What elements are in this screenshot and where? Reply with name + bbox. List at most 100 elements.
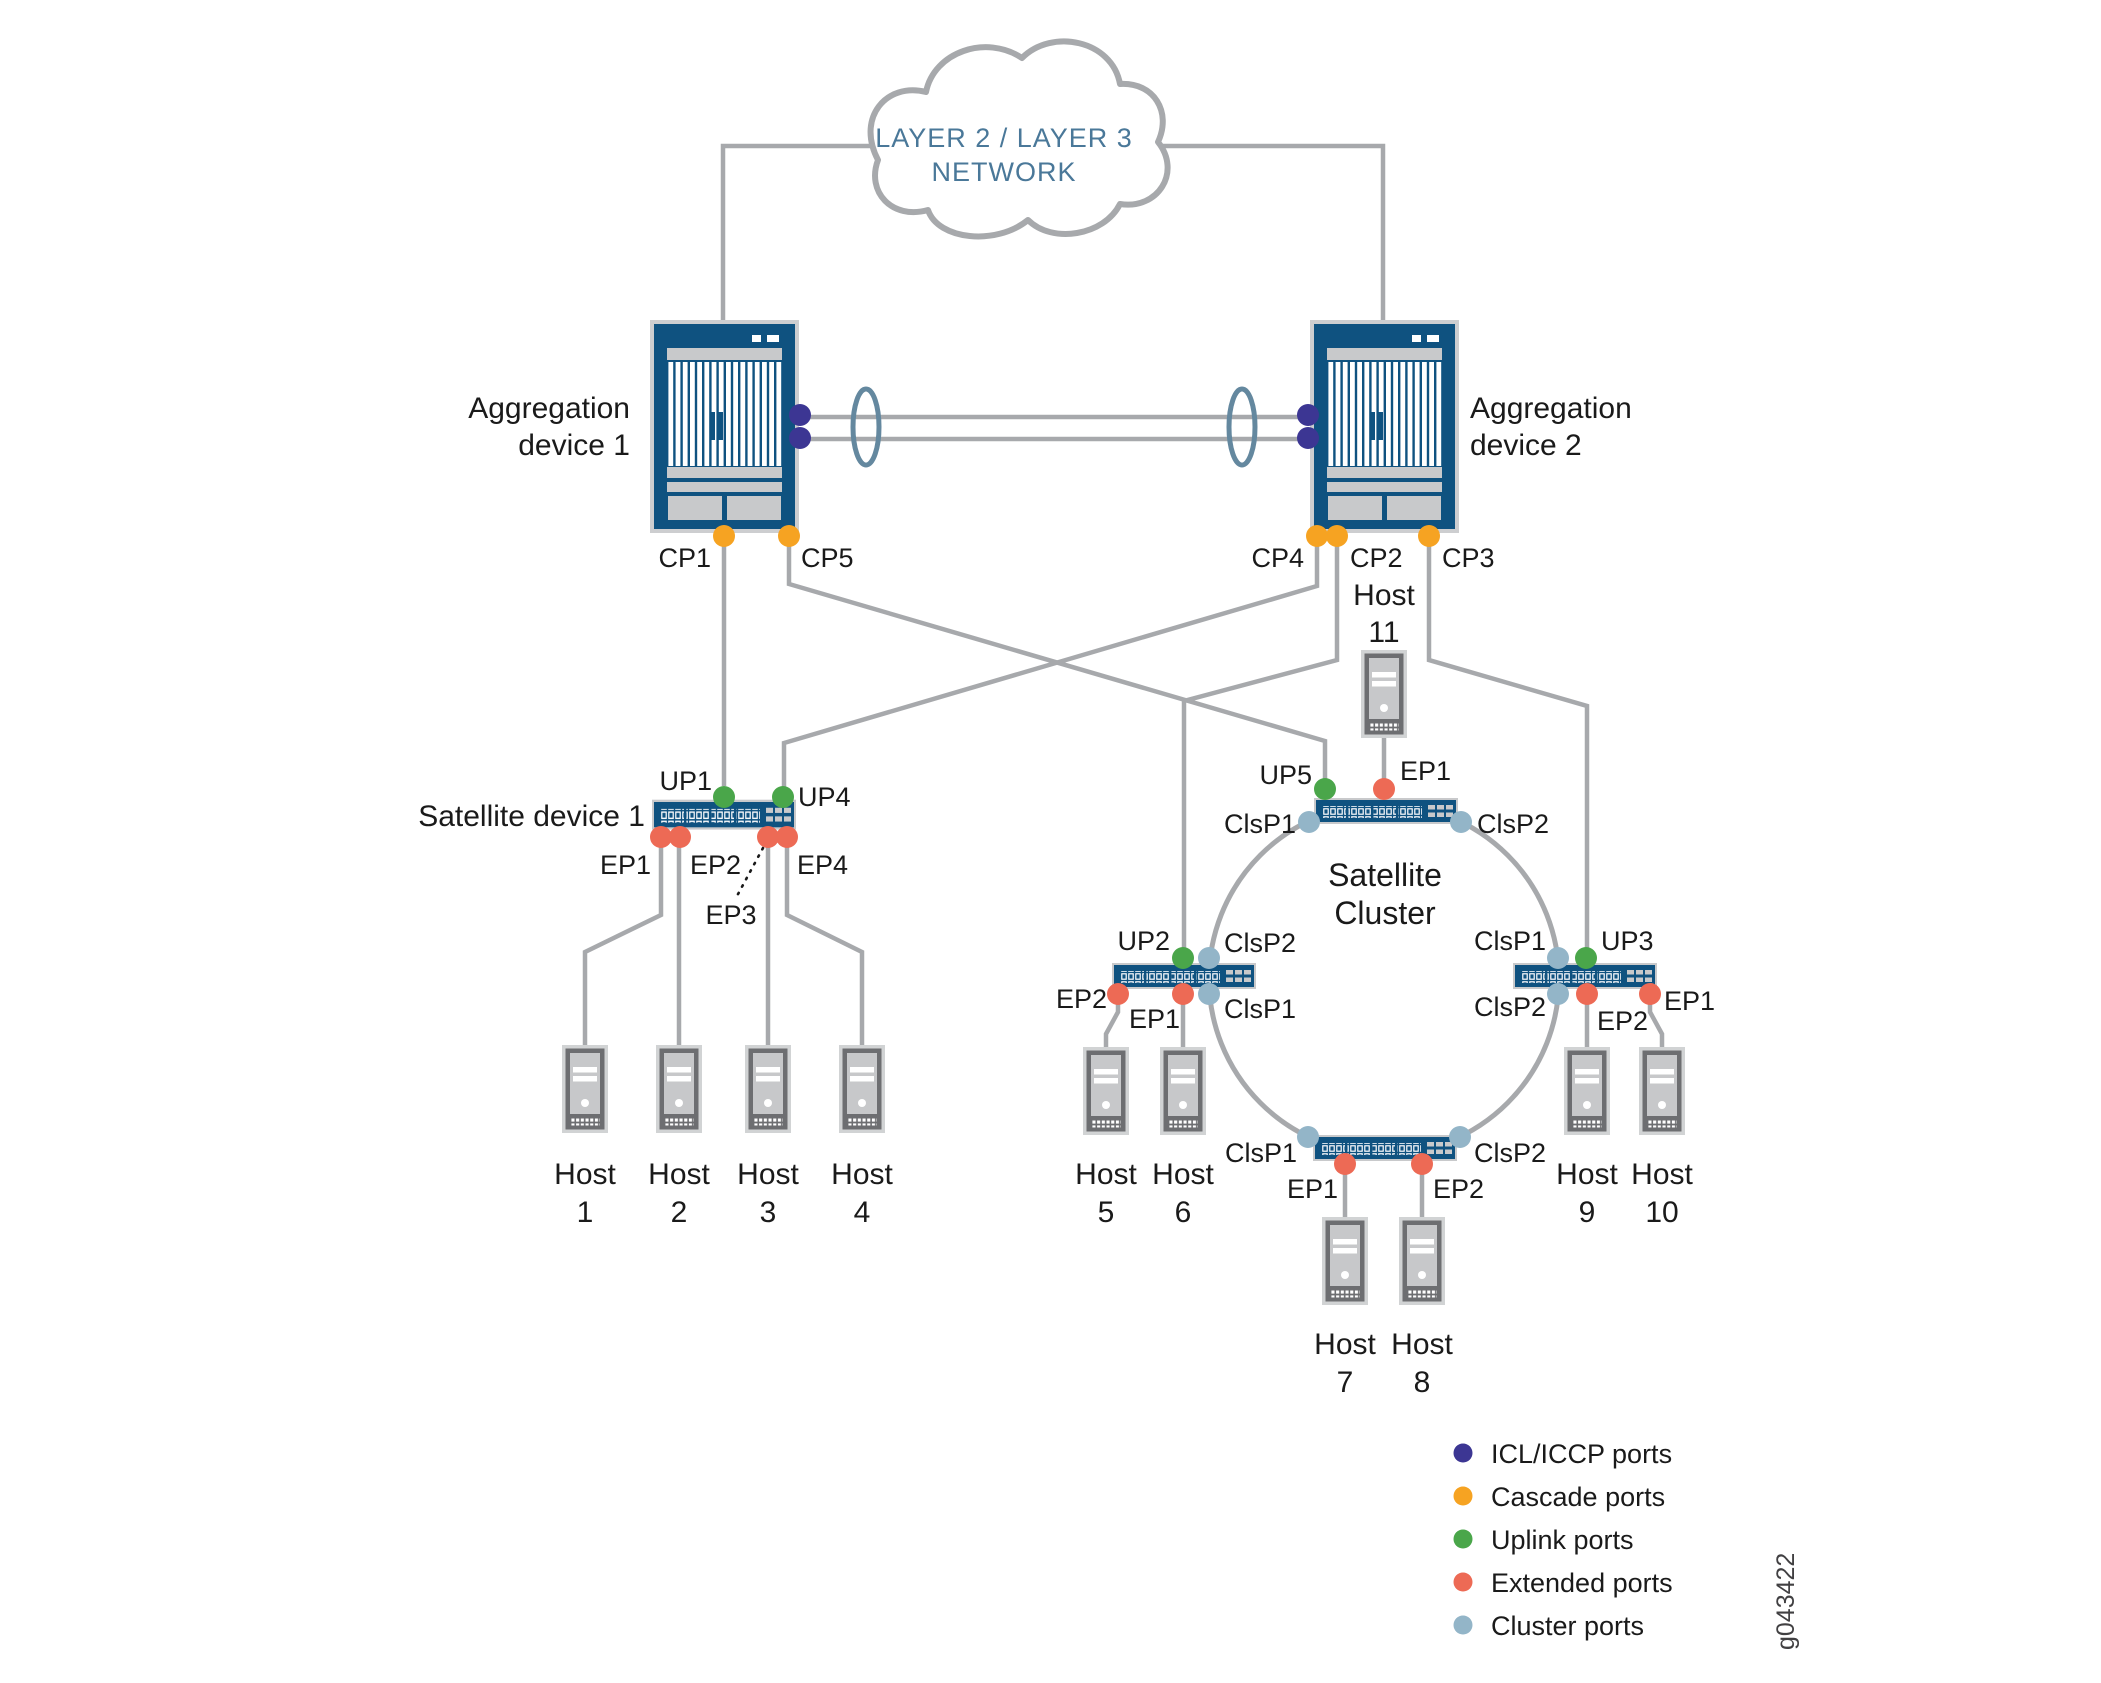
legend-label-cluster: Cluster ports (1491, 1611, 1644, 1641)
port-bottom-clsp1 (1297, 1126, 1319, 1148)
port-up4 (772, 786, 794, 808)
label-cp1: CP1 (658, 543, 711, 573)
label-left-clsp1: ClsP1 (1224, 994, 1296, 1024)
agg2-icl-port-1 (1297, 404, 1319, 426)
host-7-label: Host (1314, 1328, 1376, 1361)
label-right-clsp1: ClsP1 (1474, 926, 1546, 956)
port-right-clsp2 (1547, 983, 1569, 1005)
label-cp4: CP4 (1251, 543, 1304, 573)
host-9-label: Host (1556, 1158, 1618, 1191)
port-left-ep1 (1172, 983, 1194, 1005)
host-1-icon (562, 1045, 608, 1133)
satellite-cluster-label-line2: Cluster (1334, 895, 1436, 931)
legend-label-icl-iccp: ICL/ICCP ports (1491, 1439, 1672, 1469)
wire-ep1-host10 (1647, 1000, 1665, 1047)
label-top-clsp1: ClsP1 (1224, 809, 1296, 839)
host-8-icon (1399, 1217, 1445, 1305)
host-9-number: 9 (1579, 1196, 1596, 1229)
host-9-icon (1564, 1047, 1610, 1135)
agg2-icl-port-2 (1297, 427, 1319, 449)
host-6-icon (1160, 1047, 1206, 1135)
legend-label-uplink: Uplink ports (1491, 1525, 1634, 1555)
agg1-icl-port-1 (789, 404, 811, 426)
legend-dot-cascade (1453, 1486, 1473, 1506)
host-11-icon (1361, 650, 1407, 738)
label-left-clsp2: ClsP2 (1224, 928, 1296, 958)
legend-label-extended: Extended ports (1491, 1568, 1673, 1598)
port-sd1-ep3 (757, 826, 779, 848)
host-5-number: 5 (1098, 1196, 1115, 1229)
cloud-label-line1: LAYER 2 / LAYER 3 (875, 123, 1133, 153)
host-4-label: Host (831, 1158, 893, 1191)
port-bottom-clsp2 (1449, 1126, 1471, 1148)
label-bottom-clsp2: ClsP2 (1474, 1138, 1546, 1168)
cloud-label-line2: NETWORK (932, 157, 1077, 187)
host-1-number: 1 (577, 1196, 594, 1229)
figure-id: g043422 (1772, 1553, 1800, 1650)
port-right-ep2 (1576, 983, 1598, 1005)
layer2-layer3-cloud (867, 38, 1171, 240)
host-3-icon (745, 1045, 791, 1133)
label-sd1-ep1: EP1 (600, 850, 651, 880)
lag-oval-right (1226, 386, 1258, 468)
wire-cp4-up4 (781, 541, 1320, 788)
port-sd1-ep4 (776, 826, 798, 848)
host-2-number: 2 (671, 1196, 688, 1229)
port-up2 (1172, 947, 1194, 969)
host-4-icon (839, 1045, 885, 1133)
port-cp3 (1418, 525, 1440, 547)
port-right-clsp1 (1547, 947, 1569, 969)
satellite-cluster-label-line1: Satellite (1328, 857, 1442, 893)
port-cp1 (713, 525, 735, 547)
label-top-clsp2: ClsP2 (1477, 809, 1549, 839)
aggregation-device-1-icon (650, 320, 799, 533)
port-right-ep1 (1639, 983, 1661, 1005)
label-cp2: CP2 (1350, 543, 1403, 573)
legend: ICL/ICCP ports Cascade ports Uplink port… (1453, 1439, 1673, 1641)
agg1-icl-port-2 (789, 427, 811, 449)
agg2-label-line1: Aggregation (1470, 392, 1632, 425)
agg1-label-line2: device 1 (518, 429, 630, 462)
host-8-number: 8 (1414, 1366, 1431, 1399)
legend-dot-icl-iccp (1453, 1443, 1473, 1463)
host-7-icon (1322, 1217, 1368, 1305)
label-right-ep2: EP2 (1597, 1006, 1648, 1036)
label-right-clsp2: ClsP2 (1474, 992, 1546, 1022)
legend-dot-extended (1453, 1572, 1473, 1592)
cluster-top-switch-icon (1314, 798, 1458, 824)
host-2-icon (656, 1045, 702, 1133)
label-up4: UP4 (798, 782, 851, 812)
port-left-ep2 (1107, 983, 1129, 1005)
port-bottom-ep2 (1411, 1153, 1433, 1175)
label-top-ep1: EP1 (1400, 756, 1451, 786)
label-up1: UP1 (659, 766, 712, 796)
label-up5: UP5 (1259, 760, 1312, 790)
label-left-ep1: EP1 (1129, 1004, 1180, 1034)
label-cp5: CP5 (801, 543, 854, 573)
host-3-label: Host (737, 1158, 799, 1191)
label-sd1-ep3: EP3 (705, 900, 756, 930)
wire-ep4-host4 (784, 843, 865, 1045)
host-7-number: 7 (1337, 1366, 1354, 1399)
host-11-label: Host (1353, 579, 1415, 612)
port-sd1-ep2 (669, 826, 691, 848)
port-up5 (1314, 778, 1336, 800)
agg2-label-line2: device 2 (1470, 429, 1582, 462)
label-sd1-ep4: EP4 (797, 850, 848, 880)
host-4-number: 4 (854, 1196, 871, 1229)
label-cp3: CP3 (1442, 543, 1495, 573)
label-bottom-ep2: EP2 (1433, 1174, 1484, 1204)
host-3-number: 3 (760, 1196, 777, 1229)
host-6-label: Host (1152, 1158, 1214, 1191)
legend-dot-uplink (1453, 1529, 1473, 1549)
wire-cp3-up3 (1426, 541, 1590, 949)
host-5-icon (1083, 1047, 1129, 1135)
host-6-number: 6 (1175, 1196, 1192, 1229)
host-2-label: Host (648, 1158, 710, 1191)
host-10-icon (1639, 1047, 1685, 1135)
label-up2: UP2 (1117, 926, 1170, 956)
satellite-device-1-label: Satellite device 1 (418, 800, 645, 833)
port-cp5 (778, 525, 800, 547)
